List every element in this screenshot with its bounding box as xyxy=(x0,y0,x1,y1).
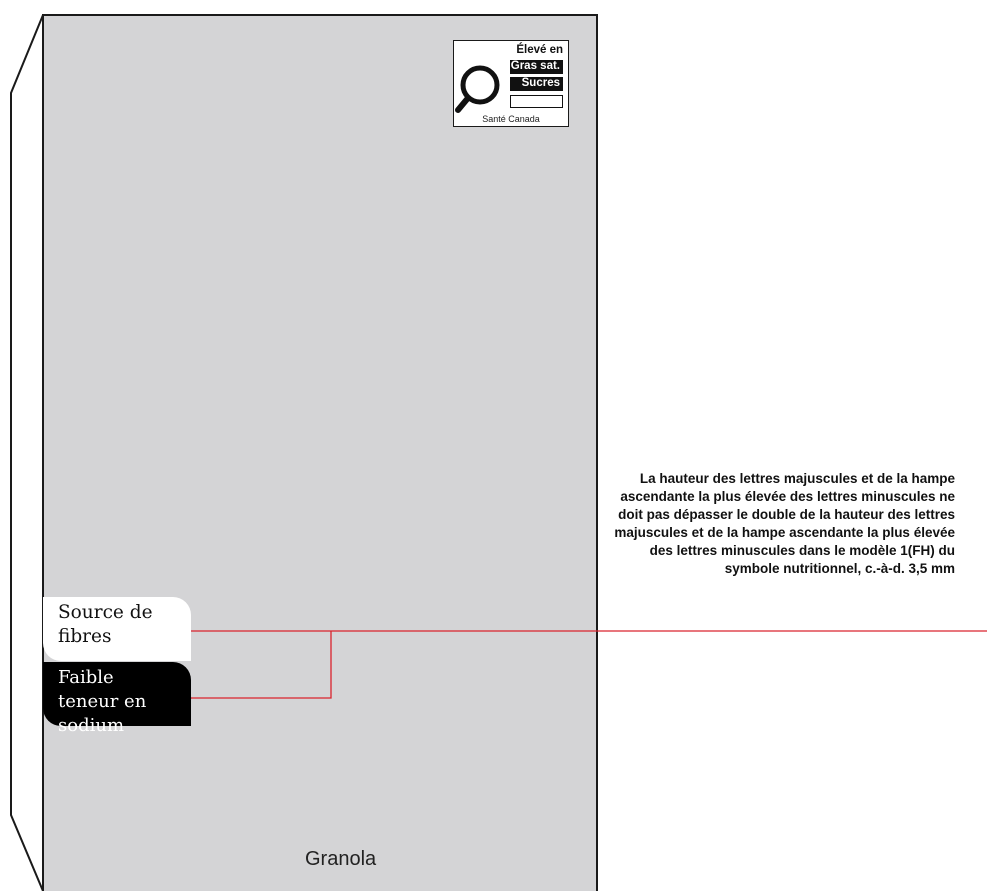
symbol-header: Élevé en xyxy=(516,44,563,56)
symbol-nutrient-sat-fat: Gras sat. xyxy=(510,60,563,74)
claim-low-sodium: Faible teneur en sodium xyxy=(43,662,191,736)
package-front-panel xyxy=(42,14,598,891)
symbol-nutrient-sugars: Sucres xyxy=(510,77,563,91)
annotation-note: La hauteur des lettres majuscules et de … xyxy=(614,471,955,576)
package-side-panel xyxy=(10,14,44,891)
symbol-empty-row xyxy=(510,95,563,108)
magnifying-glass-icon xyxy=(455,65,500,113)
leader-line-sodium xyxy=(188,631,332,699)
nutrition-symbol: Élevé en Gras sat. Sucres Santé Canada xyxy=(453,40,569,127)
claim-source-of-fibre: Source de fibres xyxy=(43,597,191,661)
product-name: Granola xyxy=(305,848,377,870)
symbol-agency: Santé Canada xyxy=(482,114,540,124)
